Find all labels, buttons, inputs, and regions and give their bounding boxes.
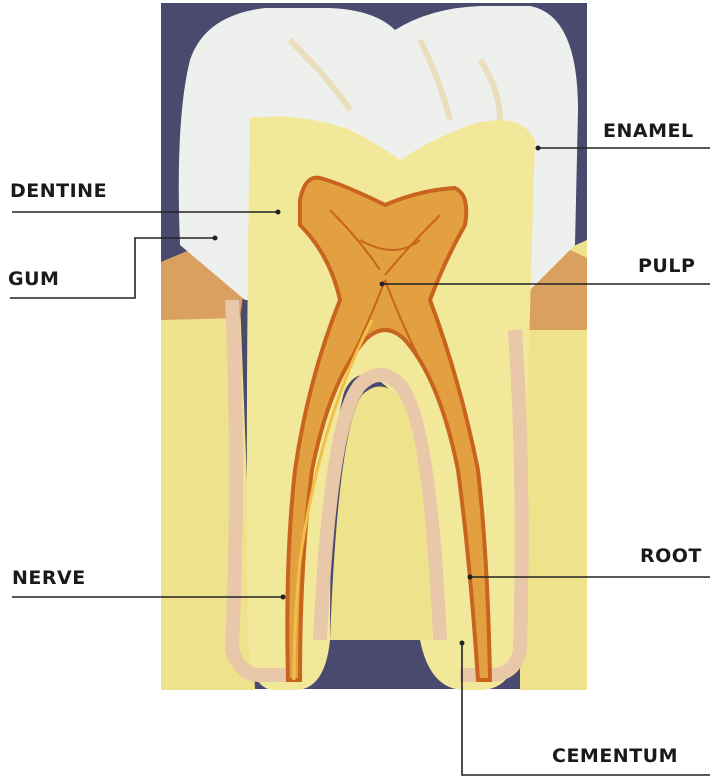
label-root: ROOT bbox=[640, 545, 702, 567]
label-enamel: ENAMEL bbox=[603, 120, 694, 142]
label-cementum: CEMENTUM bbox=[552, 745, 678, 767]
label-gum: GUM bbox=[8, 268, 59, 290]
label-dentine: DENTINE bbox=[10, 180, 107, 202]
label-pulp: PULP bbox=[638, 255, 695, 277]
label-nerve: NERVE bbox=[12, 567, 86, 589]
